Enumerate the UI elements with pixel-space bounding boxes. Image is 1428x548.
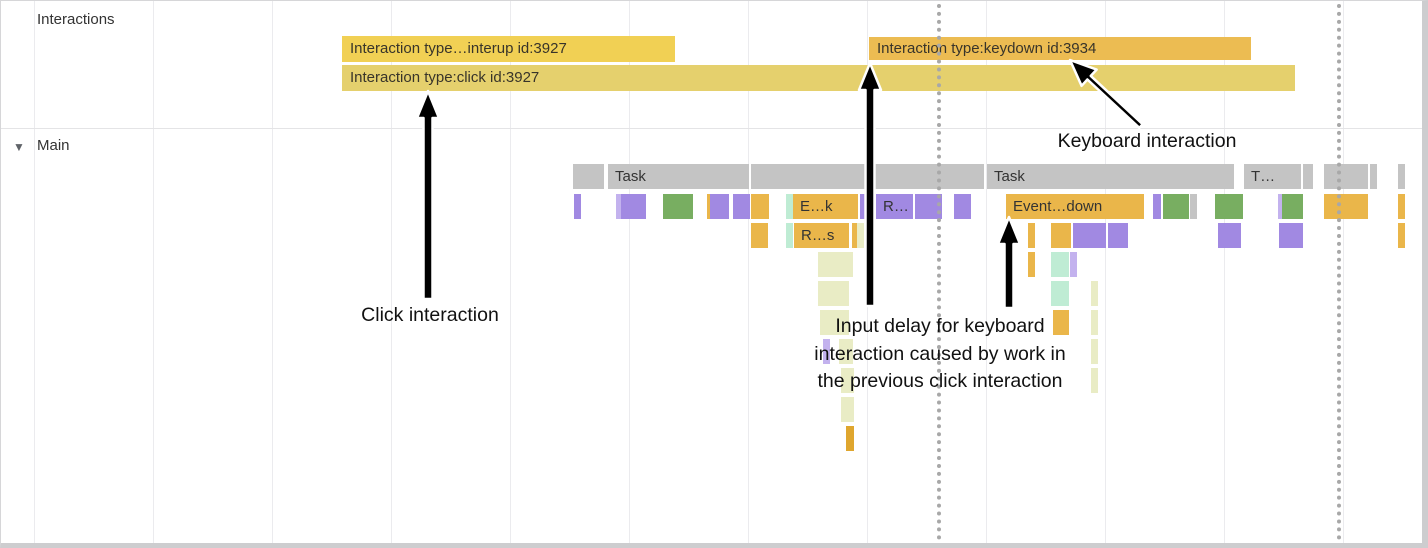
flame-bar[interactable] xyxy=(823,339,830,364)
task-bar[interactable] xyxy=(1303,164,1313,189)
timeline-gridline xyxy=(986,1,987,543)
flame-bar[interactable] xyxy=(860,194,867,219)
task-bar[interactable]: Task xyxy=(608,164,749,189)
click-interaction-bar[interactable]: Interaction type:click id:3927 xyxy=(342,65,1295,91)
flame-bar[interactable] xyxy=(857,223,864,248)
input-delay-annotation-line: interaction caused by work in xyxy=(814,342,1066,365)
timeline-gridline xyxy=(1343,1,1344,543)
task-bar[interactable] xyxy=(573,164,604,189)
flame-bar-eventdown[interactable]: Event…down xyxy=(1006,194,1144,219)
flame-bar-r[interactable]: R… xyxy=(876,194,913,219)
track-separator xyxy=(1,128,1422,129)
input-delay-annotation-arrow-short xyxy=(996,215,1022,310)
flame-bar[interactable] xyxy=(740,194,750,219)
click-interaction-annotation: Click interaction xyxy=(361,304,499,326)
flame-bar[interactable] xyxy=(621,194,646,219)
flame-bar[interactable] xyxy=(841,397,854,422)
flame-bar[interactable] xyxy=(1279,223,1303,248)
timeline-gridline xyxy=(748,1,749,543)
flame-bar[interactable] xyxy=(751,194,769,219)
flame-bar[interactable] xyxy=(1282,194,1303,219)
timeline-gridline xyxy=(34,1,35,543)
timeline-gridline xyxy=(391,1,392,543)
flame-bar[interactable] xyxy=(1091,281,1098,306)
flame-bar[interactable] xyxy=(1091,368,1098,393)
keyboard-interaction-annotation: Keyboard interaction xyxy=(1057,130,1237,152)
flame-bar[interactable] xyxy=(1053,310,1069,335)
flame-bar[interactable] xyxy=(1278,194,1285,219)
timeline-gridline xyxy=(153,1,154,543)
flame-bar-ek[interactable]: E…k xyxy=(793,194,858,219)
input-delay-annotation-line: Input delay for keyboard xyxy=(835,315,1045,337)
main-track-label: Main xyxy=(37,137,70,154)
flame-bar[interactable] xyxy=(1051,281,1069,306)
keydown-interaction-bar[interactable]: Interaction type:keydown id:3934 xyxy=(869,37,1251,60)
task-bar[interactable] xyxy=(1370,164,1377,189)
flame-bar[interactable] xyxy=(852,223,859,248)
flame-bar[interactable] xyxy=(1215,194,1243,219)
timeline-gridline xyxy=(272,1,273,543)
flame-bar[interactable] xyxy=(818,281,849,306)
flame-bar[interactable] xyxy=(1028,252,1035,277)
flame-bar[interactable] xyxy=(820,310,849,335)
click-annotation-arrow xyxy=(415,89,441,301)
flame-bar[interactable] xyxy=(839,339,853,364)
flame-bar[interactable] xyxy=(616,194,623,219)
flame-bar[interactable] xyxy=(1324,194,1368,219)
flame-bar[interactable] xyxy=(1190,194,1197,219)
flame-bar[interactable] xyxy=(786,223,793,248)
task-bar[interactable] xyxy=(751,164,984,189)
flame-bar[interactable] xyxy=(1218,223,1241,248)
timeline-gridline xyxy=(629,1,630,543)
flame-bar[interactable] xyxy=(751,223,768,248)
flame-bar[interactable] xyxy=(663,194,693,219)
task-bar[interactable]: T… xyxy=(1244,164,1301,189)
flame-bar[interactable] xyxy=(1153,194,1161,219)
flame-bar[interactable] xyxy=(1091,339,1098,364)
interactions-track-label: Interactions xyxy=(37,11,115,28)
flame-bar[interactable] xyxy=(733,194,740,219)
flame-bar[interactable] xyxy=(1073,223,1106,248)
flame-bar[interactable] xyxy=(1398,223,1405,248)
task-bar[interactable] xyxy=(1324,164,1368,189)
task-bar[interactable]: Task xyxy=(987,164,1234,189)
flame-bar[interactable] xyxy=(1163,194,1189,219)
flame-bar[interactable] xyxy=(1028,223,1035,248)
flame-bar[interactable] xyxy=(786,194,793,219)
flame-bar[interactable] xyxy=(1051,252,1069,277)
timeline-gridline xyxy=(1105,1,1106,543)
flame-bar[interactable] xyxy=(818,252,853,277)
task-bar[interactable] xyxy=(1398,164,1405,189)
timeline-gridline xyxy=(1224,1,1225,543)
interup-interaction-bar[interactable]: Interaction type…interup id:3927 xyxy=(342,36,675,62)
flame-bar[interactable] xyxy=(841,368,854,393)
input-delay-annotation: Input delay for keyboard interaction cau… xyxy=(773,313,1107,396)
flame-bar[interactable] xyxy=(1108,223,1128,248)
flame-bar[interactable] xyxy=(954,194,971,219)
timeline-gridline xyxy=(510,1,511,543)
flame-bar[interactable] xyxy=(1398,194,1405,219)
flame-bar-rs[interactable]: R…s xyxy=(794,223,849,248)
flame-bar[interactable] xyxy=(846,426,854,451)
flame-bar[interactable] xyxy=(1070,252,1077,277)
timeline-marker-dotted-line xyxy=(1337,4,1341,540)
main-track-expander-icon[interactable]: ▼ xyxy=(13,140,25,154)
timeline-marker-dotted-line xyxy=(937,4,941,540)
flame-bar[interactable] xyxy=(710,194,729,219)
flame-bar[interactable] xyxy=(1091,310,1098,335)
flame-bar[interactable] xyxy=(1051,223,1071,248)
input-delay-annotation-line: the previous click interaction xyxy=(817,370,1063,392)
flame-bar[interactable] xyxy=(574,194,581,219)
